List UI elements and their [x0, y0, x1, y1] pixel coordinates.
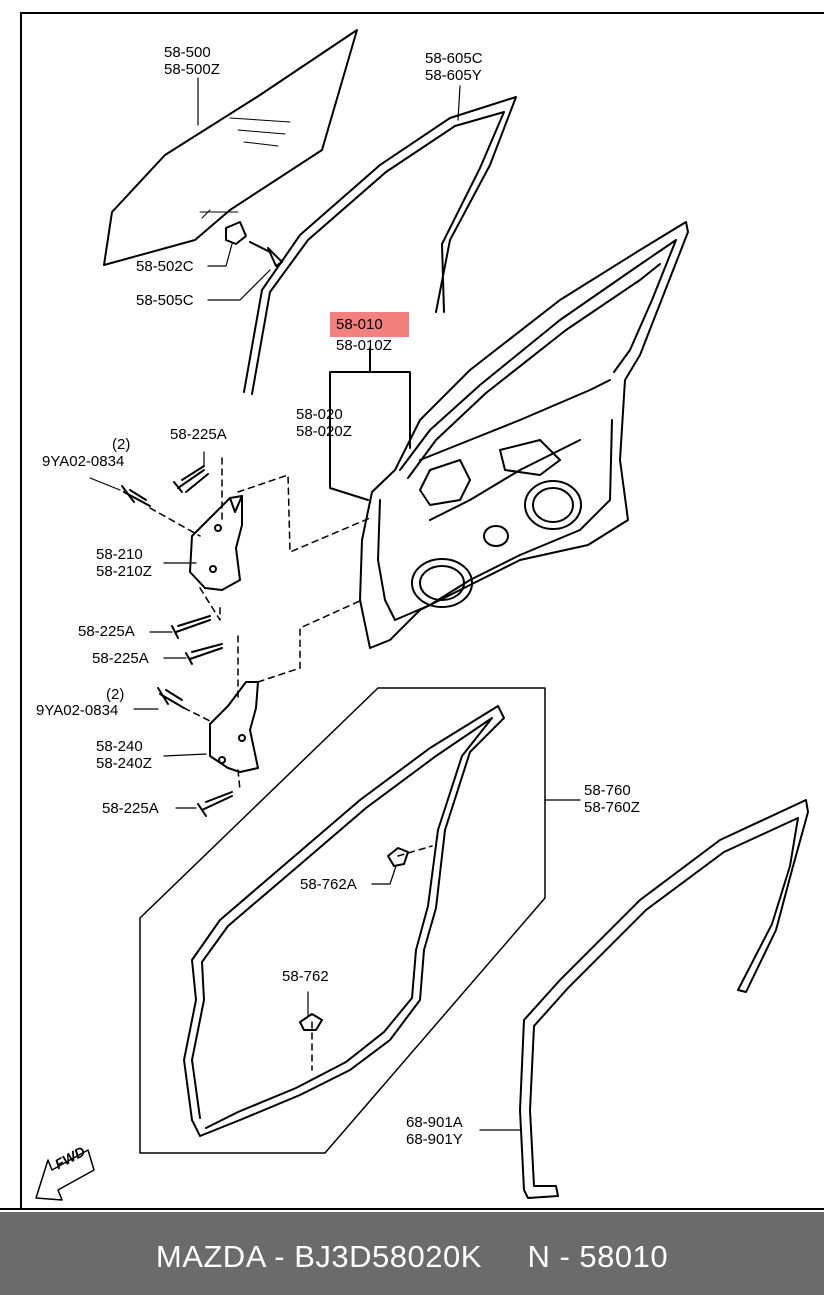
frame-top-border [20, 12, 824, 14]
frame-bottom-border [0, 1208, 824, 1210]
label-nut-lower-qty: (2) [106, 686, 125, 703]
upper-hinge [189, 495, 243, 591]
clip-762 [299, 1013, 323, 1031]
highlighted-part-number: 58-010 [330, 312, 409, 337]
label-nut-upper: 9YA02-0834 [42, 453, 125, 470]
glass-run-channel [243, 96, 517, 395]
label-nut-lower: 9YA02-0834 [36, 702, 119, 719]
label-bolt-top: 58-225A [170, 426, 227, 443]
label-bolt-bottom: 58-225A [102, 800, 159, 817]
label-leaders [89, 77, 581, 1131]
leader-door-panel [329, 347, 411, 501]
outer-seal [519, 799, 809, 1199]
mount-dashed-lines [149, 457, 433, 1071]
door-weatherstrip [183, 705, 505, 1137]
door-panel [359, 221, 689, 649]
label-door-panel: 58-010 58-010Z [330, 312, 409, 354]
bolts [121, 465, 233, 817]
door-glass [103, 29, 358, 266]
label-nut-upper-qty: (2) [112, 436, 131, 453]
clip-762a [387, 847, 409, 867]
label-clip-502: 58-502C [136, 258, 194, 275]
label-bolt-505: 58-505C [136, 292, 194, 309]
footer-part-number: MAZDA - BJ3D58020K N - 58010 [155, 1238, 669, 1274]
label-bolt-mid1: 58-225A [78, 623, 135, 640]
label-clip-762a: 58-762A [300, 876, 357, 893]
fwd-arrow-icon [35, 1149, 95, 1201]
label-clip-762: 58-762 [282, 968, 329, 985]
label-bolt-mid2: 58-225A [92, 650, 149, 667]
door-exploded-drawing [35, 29, 809, 1201]
glass-clip-bolt [225, 221, 283, 267]
lower-hinge [209, 681, 259, 773]
weatherstrip-box [139, 687, 546, 1154]
frame-left-border [20, 12, 22, 1210]
footer-bar: MAZDA - BJ3D58020K N - 58010 [0, 1212, 824, 1295]
